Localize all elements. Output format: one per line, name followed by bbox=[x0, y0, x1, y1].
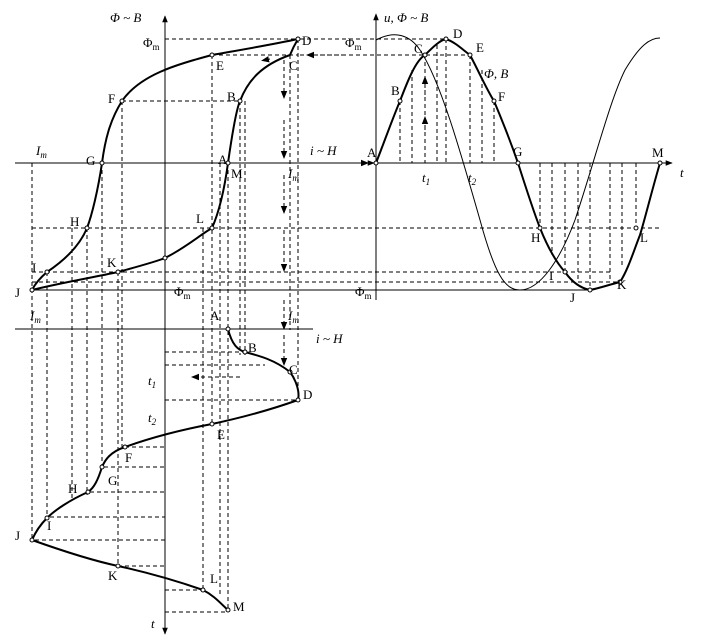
phi-m-label-mid-right: Φm bbox=[355, 284, 372, 301]
point-label-f-loop: F bbox=[108, 91, 115, 106]
i-m-label-top-left: Im bbox=[35, 143, 47, 160]
point-label-h-right: H bbox=[531, 230, 540, 245]
curves bbox=[31, 34, 661, 611]
i-m-label-bottom-left: Im bbox=[29, 308, 41, 325]
point-label-m-loop: M bbox=[231, 166, 243, 181]
point-label-d-right: D bbox=[453, 26, 462, 41]
curve-points bbox=[29, 36, 663, 613]
t1-label-right: t1 bbox=[422, 170, 430, 187]
axis-label-phi-b-curve: Φ, B bbox=[484, 66, 508, 81]
point-label-d-loop: D bbox=[302, 33, 311, 48]
point-label-d-lower: D bbox=[303, 387, 312, 402]
axis-label-i-h-top: i ~ H bbox=[310, 143, 337, 158]
axis-label-u-phi-b: u, Φ ~ B bbox=[384, 10, 428, 25]
direction-arrows bbox=[191, 51, 429, 381]
point-label-g-lower: G bbox=[108, 473, 117, 488]
t2-label-bottom: t2 bbox=[148, 410, 157, 427]
point-label-i-right: I bbox=[549, 268, 553, 283]
point-label-h-lower: H bbox=[68, 481, 77, 496]
point-label-k-right: K bbox=[617, 277, 627, 292]
point-label-e-lower: E bbox=[217, 427, 225, 442]
point-label-j-right: J bbox=[570, 290, 575, 305]
point-label-e-loop: E bbox=[216, 58, 224, 73]
axis-label-t-right: t bbox=[680, 165, 684, 180]
point-label-a-lower: A bbox=[210, 308, 220, 323]
point-label-c-loop: C bbox=[289, 58, 298, 73]
point-label-i-loop: I bbox=[32, 260, 36, 275]
point-label-b-right: B bbox=[391, 83, 400, 98]
point-label-f-lower: F bbox=[125, 450, 132, 465]
point-label-j-lower: J bbox=[15, 528, 20, 543]
construction-lines bbox=[31, 38, 660, 613]
point-label-i-lower: I bbox=[47, 518, 51, 533]
point-label-l-lower: L bbox=[210, 571, 218, 586]
point-label-m-lower: M bbox=[233, 599, 245, 614]
axis-labels: Φ ~ B u, Φ ~ B Φ, B i ~ H i ~ H t t bbox=[110, 10, 684, 631]
point-label-k-loop: K bbox=[107, 255, 117, 270]
point-label-e-right: E bbox=[476, 40, 484, 55]
t1-label-bottom: t1 bbox=[148, 373, 156, 390]
phi-m-label-top-left: Φm bbox=[143, 35, 160, 52]
point-label-l-loop: L bbox=[196, 211, 204, 226]
axes bbox=[15, 13, 673, 635]
axis-label-t-bottom: t bbox=[151, 616, 155, 631]
point-labels: D E F G H I J K L M A B C A B C D E F G … bbox=[15, 26, 664, 614]
point-label-l-right: L bbox=[640, 230, 648, 245]
point-label-f-right: F bbox=[498, 89, 505, 104]
point-label-a-right: A bbox=[367, 145, 377, 160]
point-label-g-right: G bbox=[513, 144, 522, 159]
voltage-curve bbox=[375, 34, 661, 291]
point-label-c-lower: C bbox=[289, 362, 298, 377]
axis-label-i-h-bottom: i ~ H bbox=[316, 331, 343, 346]
point-label-k-lower: K bbox=[108, 568, 118, 583]
point-label-b-lower: B bbox=[248, 340, 257, 355]
phi-m-label-top-right: Φm bbox=[345, 35, 362, 52]
point-label-c-right: C bbox=[414, 41, 423, 56]
i-m-label-top-right: Im bbox=[287, 166, 299, 183]
i-m-label-bottom-right: Im bbox=[287, 308, 299, 325]
phi-m-label-mid-left: Φm bbox=[174, 284, 191, 301]
point-label-m-right: M bbox=[652, 145, 664, 160]
point-label-b-loop: B bbox=[227, 89, 236, 104]
point-label-a-loop: A bbox=[218, 152, 228, 167]
t2-label-right: t2 bbox=[468, 170, 477, 187]
point-label-g-loop: G bbox=[86, 153, 95, 168]
point-label-j-loop: J bbox=[15, 285, 20, 300]
axis-label-phi-b: Φ ~ B bbox=[110, 10, 141, 25]
value-labels: Φm Φm Φm Φm Im Im Im Im t1 t2 t1 t2 bbox=[29, 35, 477, 427]
point-label-h-loop: H bbox=[70, 214, 79, 229]
